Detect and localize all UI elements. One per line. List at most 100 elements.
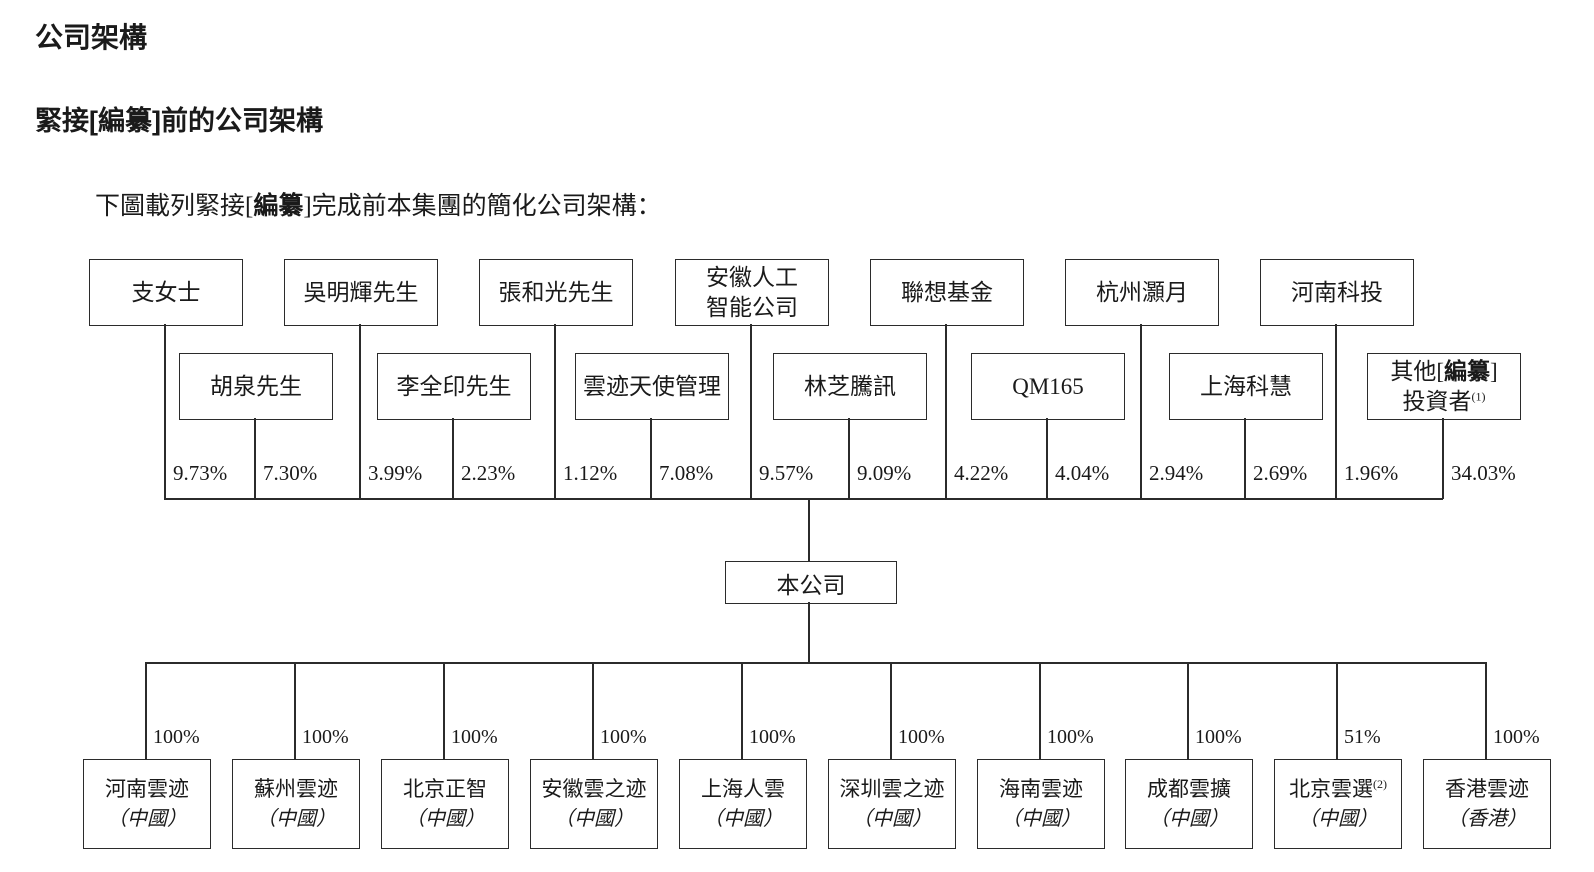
- connector-line: [1140, 324, 1142, 499]
- subsidiary-name: 深圳雲之迹: [839, 777, 945, 801]
- subsidiary-region: （中國）: [1298, 808, 1378, 830]
- subsidiary-name: 安徽雲之迹: [541, 777, 647, 801]
- intro-text: 下圖載列緊接[: [95, 193, 254, 220]
- subsidiary-region: （香港）: [1447, 808, 1527, 830]
- subsidiary-name: 河南雲迹: [105, 777, 189, 801]
- ownership-percentage: 2.23%: [461, 461, 516, 485]
- subsidiary-region: （中國）: [554, 808, 634, 830]
- ownership-percentage: 100%: [153, 726, 200, 748]
- connector-line: [741, 662, 743, 759]
- ownership-percentage: 100%: [1195, 726, 1242, 748]
- connector-line: [1336, 662, 1338, 759]
- shareholder-box: QM165: [971, 353, 1125, 420]
- shareholder-box: 胡泉先生: [179, 353, 333, 420]
- subsidiary-region: （中國）: [107, 808, 187, 830]
- intro-paragraph: 下圖載列緊接[編纂]完成前本集團的簡化公司架構：: [95, 186, 662, 222]
- redacted-tag: 編纂: [1444, 358, 1490, 384]
- section-heading-text: 緊接[: [35, 106, 98, 136]
- ownership-percentage: 7.08%: [659, 461, 714, 485]
- shareholder-box: 上海科慧: [1169, 353, 1323, 420]
- shareholder-name: 吳明輝先生: [303, 279, 419, 305]
- subsidiary-name: 上海人雲: [701, 777, 785, 801]
- subsidiary-box: 河南雲迹 （中國）: [83, 759, 211, 849]
- connector-line: [1244, 418, 1246, 499]
- ownership-percentage: 100%: [1493, 726, 1540, 748]
- subsidiary-region: （中國）: [256, 808, 336, 830]
- connector-line: [359, 324, 361, 499]
- shareholder-box: 支女士: [89, 259, 243, 326]
- subsidiary-region: （中國）: [703, 808, 783, 830]
- connector-line: [1442, 418, 1444, 499]
- subsidiary-name: 蘇州雲迹: [254, 777, 338, 801]
- subsidiary-region: （中國）: [852, 808, 932, 830]
- connector-line: [1485, 662, 1487, 759]
- redacted-tag: 編纂: [98, 106, 152, 136]
- shareholder-box: 安徽人工智能公司: [675, 259, 829, 326]
- subsidiary-name: 海南雲迹: [999, 777, 1083, 801]
- subsidiary-box: 蘇州雲迹 （中國）: [232, 759, 360, 849]
- shareholder-box: 其他[編纂] 投資者(1): [1367, 353, 1521, 420]
- connector-line: [443, 662, 445, 759]
- shareholder-box: 林芝騰訊: [773, 353, 927, 420]
- subsidiary-name: 成都雲擴: [1147, 777, 1231, 801]
- connector-line: [164, 324, 166, 499]
- section-heading: 緊接[編纂]前的公司架構: [35, 99, 323, 138]
- connector-line: [750, 324, 752, 499]
- connector-line: [1187, 662, 1189, 759]
- connector-line: [145, 662, 147, 759]
- ownership-percentage: 4.04%: [1055, 461, 1110, 485]
- ownership-percentage: 100%: [749, 726, 796, 748]
- shareholder-box: 吳明輝先生: [284, 259, 438, 326]
- shareholder-box: 張和光先生: [479, 259, 633, 326]
- ownership-percentage: 100%: [302, 726, 349, 748]
- connector-line: [890, 662, 892, 759]
- ownership-percentage: 100%: [1047, 726, 1094, 748]
- connector-line: [254, 418, 256, 499]
- connector-line: [1046, 418, 1048, 499]
- ownership-percentage: 1.12%: [563, 461, 618, 485]
- shareholder-name: 杭州灝月: [1096, 279, 1188, 305]
- shareholder-name-text: ]: [1490, 359, 1498, 384]
- ownership-percentage: 34.03%: [1451, 461, 1516, 485]
- shareholder-name: 河南科投: [1291, 279, 1383, 305]
- connector-line: [650, 418, 652, 499]
- subsidiary-box: 成都雲擴 （中國）: [1125, 759, 1253, 849]
- intro-text: ]完成前本集團的簡化公司架構：: [303, 193, 662, 220]
- connector-line: [1335, 324, 1337, 499]
- connector-line: [808, 602, 810, 663]
- subsidiary-region: （中國）: [1001, 808, 1081, 830]
- ownership-percentage: 1.96%: [1344, 461, 1399, 485]
- ownership-percentage: 9.73%: [173, 461, 228, 485]
- shareholder-name: 支女士: [131, 279, 201, 305]
- footnote-marker: (1): [1471, 389, 1486, 404]
- subsidiary-box: 北京正智（中國）: [381, 759, 509, 849]
- shareholder-name: 胡泉先生: [210, 373, 302, 399]
- subsidiary-region: （中國）: [1149, 808, 1229, 830]
- shareholder-name: 智能公司: [706, 294, 798, 320]
- shareholder-name: 投資者(1): [1403, 387, 1486, 417]
- section-heading-text: ]前的公司架構: [152, 106, 323, 136]
- ownership-percentage: 100%: [451, 726, 498, 748]
- page-title: 公司架構: [35, 22, 148, 53]
- connector-line: [294, 662, 296, 759]
- shareholders-bus-line: [164, 498, 1443, 500]
- shareholder-name: 張和光先生: [498, 279, 614, 305]
- shareholder-name: 上海科慧: [1200, 373, 1292, 399]
- ownership-percentage: 4.22%: [954, 461, 1009, 485]
- ownership-percentage: 100%: [600, 726, 647, 748]
- shareholder-name: 安徽人工: [706, 264, 798, 290]
- shareholder-box: 杭州灝月: [1065, 259, 1219, 326]
- connector-line: [1039, 662, 1041, 759]
- shareholder-name: 其他[編纂]: [1390, 356, 1497, 387]
- ownership-percentage: 9.09%: [857, 461, 912, 485]
- shareholder-name: 雲迹天使管理: [583, 373, 721, 399]
- subsidiary-box: 北京雲選(2)（中國）: [1274, 759, 1402, 849]
- ownership-percentage: 51%: [1344, 726, 1381, 748]
- subsidiary-box: 海南雲迹 （中國）: [977, 759, 1105, 849]
- footnote-marker: (2): [1373, 777, 1387, 791]
- shareholder-name-text: 其他[: [1390, 359, 1444, 384]
- shareholder-name: QM165: [1012, 373, 1084, 399]
- connector-line: [808, 498, 810, 561]
- shareholder-box: 聯想基金: [870, 259, 1024, 326]
- redacted-tag: 編纂: [253, 192, 304, 220]
